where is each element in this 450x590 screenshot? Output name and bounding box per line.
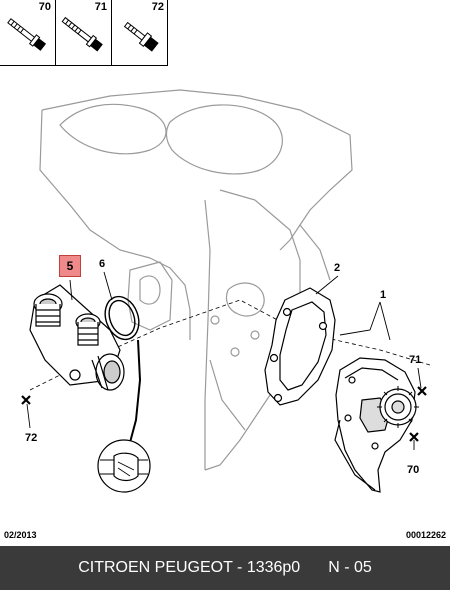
- bolt-legend: 70 71 72: [0, 0, 168, 66]
- catalog-reference-bar: CITROEN PEUGEOT - 1336p0 N - 05: [0, 546, 450, 590]
- callout-71: 71: [409, 354, 422, 366]
- leader-lines: [26, 271, 422, 450]
- callout-72: 72: [25, 432, 38, 444]
- bolt-70-icon: [7, 18, 47, 51]
- bolt-number: 70: [38, 1, 51, 13]
- water-pump: [334, 357, 419, 493]
- bolt-71-icon: [61, 16, 103, 52]
- detail-leader: [127, 339, 142, 451]
- engine-block: [39, 89, 353, 471]
- bolt-cell-71: 71: [56, 0, 112, 66]
- callout-1: 1: [380, 289, 387, 301]
- o-ring-gasket: [104, 295, 140, 341]
- gasket-detail-view: [97, 439, 151, 493]
- water-pump-gasket: [264, 287, 336, 406]
- catalog-brand-reference: CITROEN PEUGEOT - 1336p0: [78, 559, 301, 576]
- bolt-number: 71: [94, 1, 107, 13]
- fastener-markers: [21, 386, 427, 442]
- callout-70: 70: [407, 464, 420, 476]
- revision-date: 02/2013: [4, 530, 37, 540]
- fastener-72-marker: [21, 395, 31, 405]
- bolt-72-icon: [123, 21, 159, 52]
- bolt-cell-70: 70: [0, 0, 56, 66]
- water-pump-exploded-diagram: [21, 89, 431, 493]
- thermostat-housing: [29, 284, 125, 391]
- callout-2: 2: [334, 262, 341, 274]
- footer: 02/2013 00012262: [0, 530, 450, 544]
- fastener-71-marker: [417, 386, 427, 396]
- callout-6: 6: [99, 258, 106, 270]
- pump-sprocket: [377, 386, 419, 428]
- fastener-70-marker: [409, 432, 419, 442]
- callout-5: 5: [59, 255, 81, 277]
- catalog-section: N - 05: [328, 559, 372, 576]
- bolt-number: 72: [151, 1, 164, 13]
- document-number: 00012262: [405, 530, 446, 540]
- bolt-cell-72: 72: [112, 0, 168, 66]
